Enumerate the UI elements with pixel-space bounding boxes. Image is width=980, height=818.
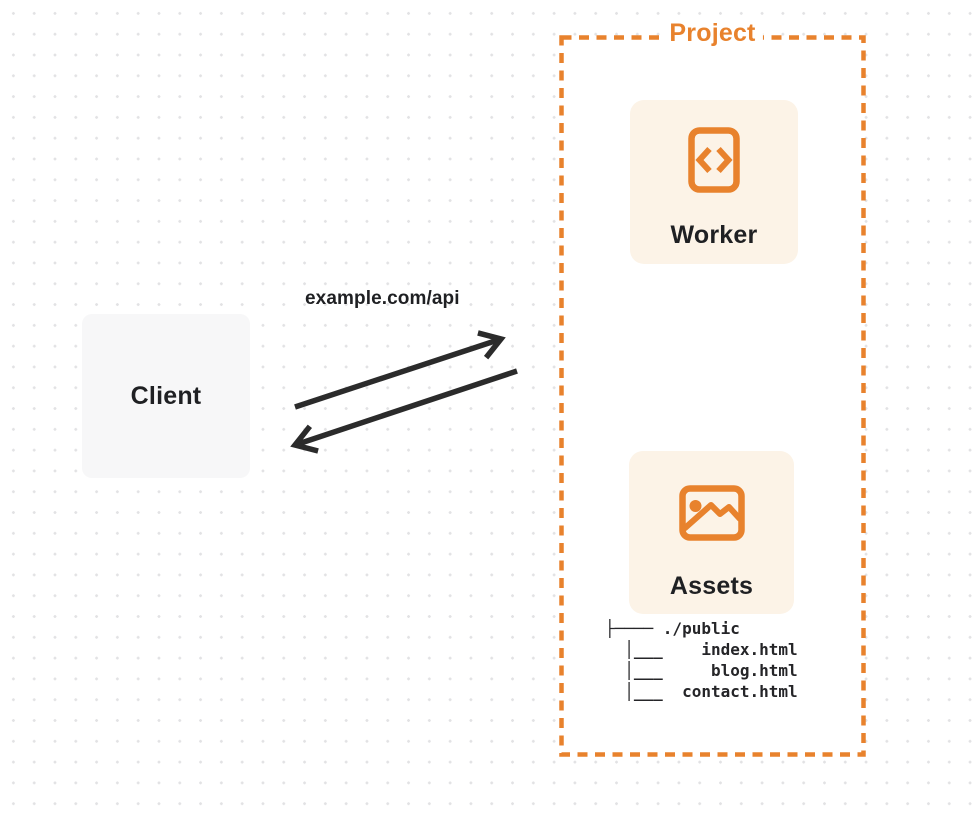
worker-node: Worker [630,100,798,264]
image-icon [678,485,745,541]
client-label: Client [130,381,202,410]
request-arrow [294,330,506,410]
worker-label: Worker [670,221,758,249]
project-group: Project Worker Assets ├──── ./public │__… [559,19,866,757]
code-file-icon [688,127,740,193]
request-url-label: example.com/api [305,288,460,309]
project-label: Project [662,19,763,48]
response-arrow [290,368,518,454]
assets-node: Assets [629,451,794,614]
assets-label: Assets [669,572,754,600]
file-tree: ├──── ./public │___ index.html │___ blog… [605,619,798,701]
client-node: Client [82,314,250,478]
